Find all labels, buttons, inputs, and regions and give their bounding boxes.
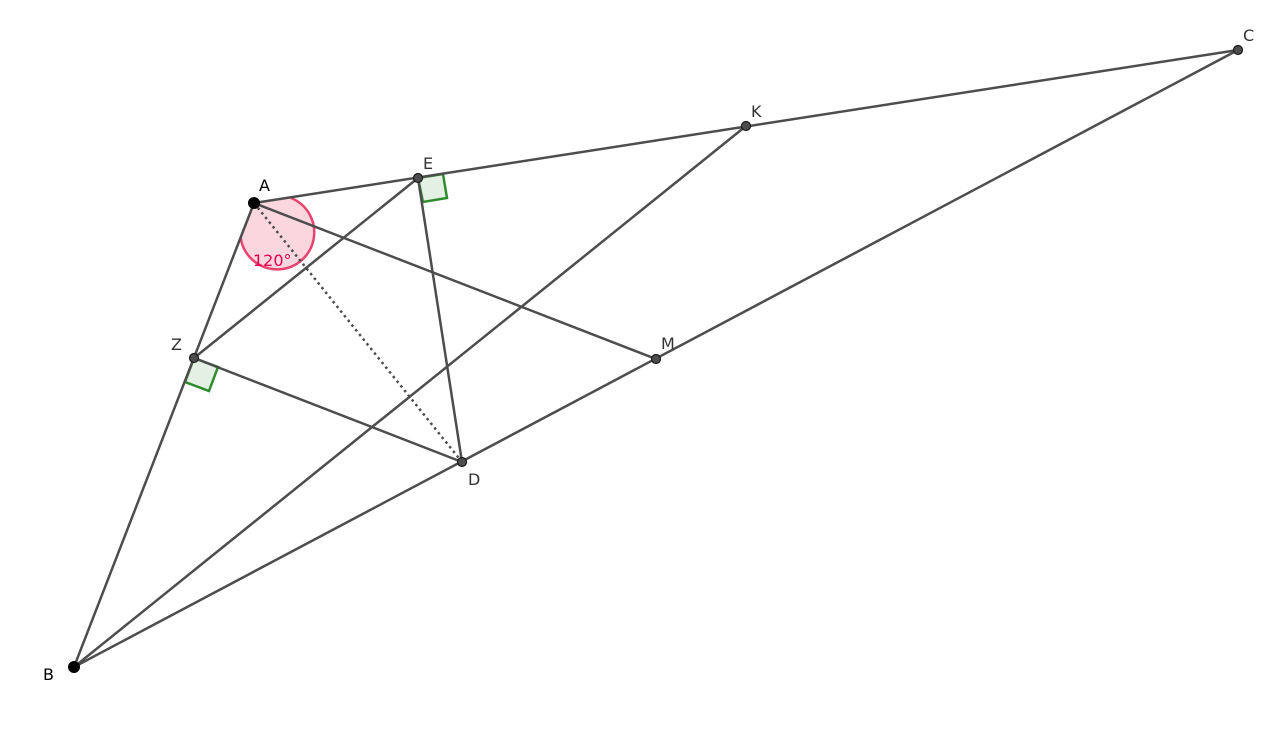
point-b[interactable] — [68, 661, 80, 673]
label-m: M — [661, 334, 675, 353]
label-d: D — [468, 470, 480, 489]
segment-ad-dotted — [253, 202, 463, 463]
segment-ze — [192, 176, 420, 360]
label-c: C — [1243, 26, 1254, 45]
segment-bk — [72, 124, 748, 669]
point-c[interactable] — [1232, 44, 1244, 56]
label-b: B — [43, 665, 54, 684]
point-k[interactable] — [740, 120, 752, 132]
point-d[interactable] — [456, 456, 468, 468]
label-a: A — [259, 176, 270, 195]
segment-ed — [416, 176, 464, 464]
angle-label-a: 120° — [253, 251, 292, 270]
point-a[interactable] — [248, 197, 260, 209]
label-z: Z — [171, 335, 182, 354]
point-z[interactable] — [188, 352, 200, 364]
segment-am — [252, 201, 658, 361]
point-e[interactable] — [412, 172, 424, 184]
right-angle-mark-z — [183, 356, 220, 393]
point-m[interactable] — [650, 353, 662, 365]
segment-zd — [192, 356, 464, 464]
segment-ab — [72, 201, 256, 669]
label-k: K — [751, 102, 762, 121]
label-e: E — [423, 154, 433, 173]
angle-sector-a — [240, 198, 315, 270]
